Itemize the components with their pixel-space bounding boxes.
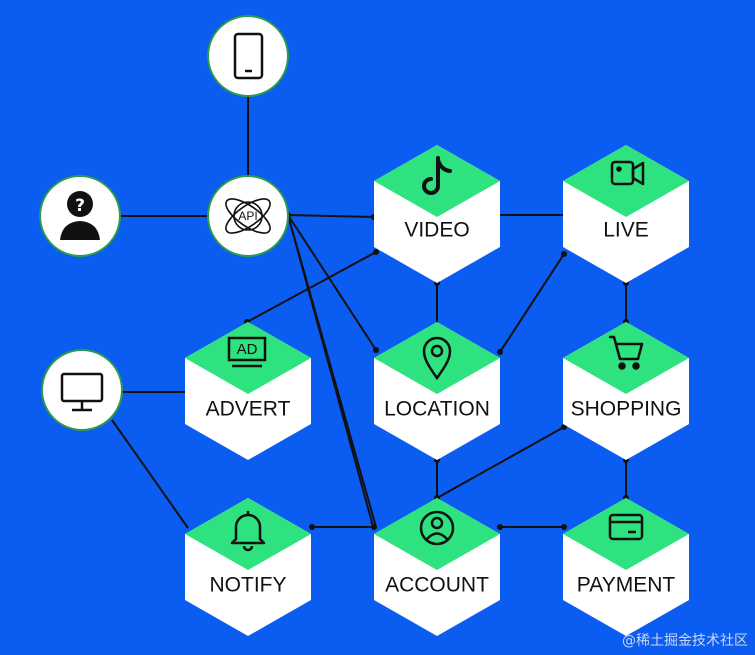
dot	[561, 524, 567, 530]
edge-account-shopping	[436, 426, 565, 499]
api-orbit-icon	[225, 198, 271, 234]
edge-api-account-2	[287, 214, 375, 531]
dot	[561, 424, 567, 430]
advert-hex-top	[185, 322, 311, 394]
dot	[309, 524, 315, 530]
video-camera-icon	[610, 160, 645, 186]
monitor-circle	[41, 349, 123, 431]
node-live[interactable]: LIVE	[563, 145, 689, 283]
phone-circle	[207, 15, 289, 97]
smartphone-icon	[233, 32, 264, 80]
notify-hex-top	[185, 498, 311, 570]
dot	[371, 524, 377, 530]
tiktok-icon	[422, 156, 452, 195]
node-payment[interactable]: PAYMENT	[563, 498, 689, 636]
dot	[373, 347, 379, 353]
svg-text:?: ?	[75, 196, 85, 216]
edge-api-video	[287, 214, 375, 218]
node-video[interactable]: VIDEO	[374, 145, 500, 283]
node-phone[interactable]	[207, 15, 289, 97]
node-notify[interactable]: NOTIFY	[185, 498, 311, 636]
dot	[561, 251, 567, 257]
account-icon	[419, 510, 455, 546]
payment-hex-top	[563, 498, 689, 570]
bell-icon	[230, 511, 266, 552]
ad-sign-icon: AD	[227, 336, 267, 368]
edge-monitor-notify	[111, 419, 189, 529]
location-label: LOCATION	[384, 398, 490, 421]
shopping-cart-icon	[609, 335, 644, 370]
node-monitor[interactable]	[41, 349, 123, 431]
node-advert[interactable]: AD ADVERT	[185, 322, 311, 460]
node-user[interactable]: ?	[39, 175, 121, 257]
node-shopping[interactable]: SHOPPING	[563, 322, 689, 460]
payment-label: PAYMENT	[577, 574, 676, 597]
location-pin-icon	[422, 336, 452, 381]
connections	[111, 96, 627, 531]
watermark: @稀土掘金技术社区	[622, 633, 748, 649]
edge-video-advert	[246, 251, 377, 323]
edge-api-location	[287, 214, 377, 351]
edge-location-live	[499, 253, 565, 353]
dot	[373, 249, 379, 255]
location-hex-top	[374, 322, 500, 394]
dot	[497, 524, 503, 530]
live-label: LIVE	[603, 219, 649, 242]
user-question-icon: ?	[60, 191, 100, 240]
ad-sign-text: AD	[237, 341, 258, 358]
node-location[interactable]: LOCATION	[374, 322, 500, 460]
node-api[interactable]: API	[207, 175, 289, 257]
monitor-icon	[60, 372, 104, 412]
shopping-label: SHOPPING	[571, 398, 682, 421]
dot	[497, 349, 503, 355]
video-label: VIDEO	[404, 219, 469, 242]
api-label: API	[238, 209, 257, 223]
api-circle	[207, 175, 289, 257]
card-icon	[608, 513, 644, 541]
account-label: ACCOUNT	[385, 574, 489, 597]
live-hex-top	[563, 145, 689, 217]
notify-label: NOTIFY	[210, 574, 287, 597]
advert-label: ADVERT	[206, 398, 291, 421]
node-account[interactable]: ACCOUNT	[374, 498, 500, 636]
